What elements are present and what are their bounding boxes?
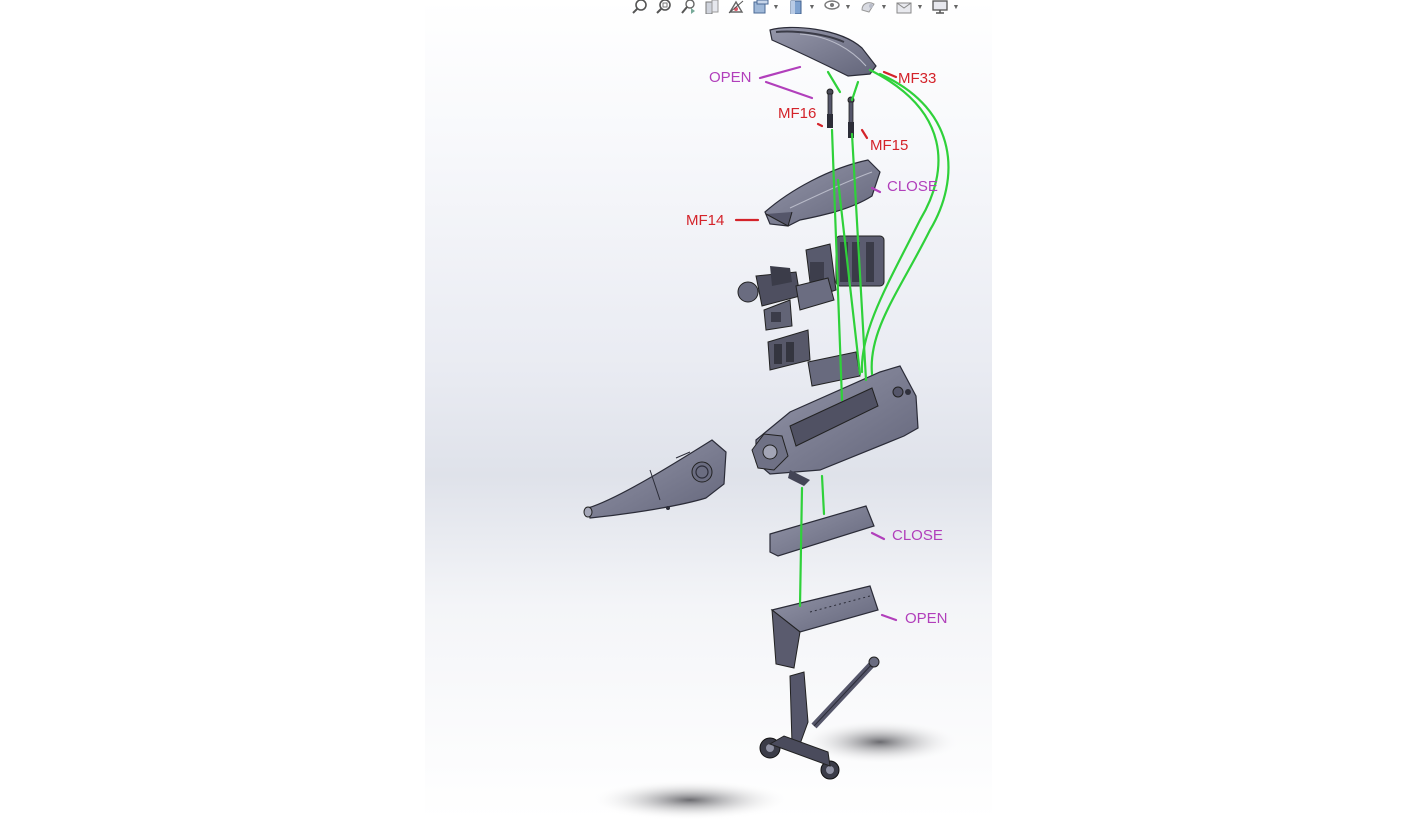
view-settings-icon[interactable] xyxy=(928,0,952,14)
landing-gear-shadow xyxy=(800,720,960,764)
display-style-icon[interactable] xyxy=(784,0,808,14)
canopy-closed-part[interactable] xyxy=(764,159,881,227)
hide-show-items-icon[interactable] xyxy=(820,0,844,14)
close-label-top: CLOSE xyxy=(887,178,938,195)
canopy-part[interactable] xyxy=(769,26,877,77)
open-label-bottom: OPEN xyxy=(905,610,948,627)
heads-up-view-toolbar: ▼ ▼ ▼ ▼ ▼ ▼ xyxy=(628,0,980,14)
mf33-label: MF33 xyxy=(898,70,937,87)
zoom-to-area-icon[interactable] xyxy=(652,0,676,14)
bay-door-closed-part[interactable] xyxy=(769,505,875,557)
nose-cone-part[interactable] xyxy=(583,439,727,519)
view-orientation-menu-icon[interactable]: ▼ xyxy=(772,3,780,11)
apply-scene-menu-icon[interactable]: ▼ xyxy=(916,3,924,11)
apply-scene-icon[interactable] xyxy=(892,0,916,14)
mf14-label: MF14 xyxy=(686,212,725,229)
display-style-menu-icon[interactable]: ▼ xyxy=(808,3,816,11)
nose-landing-gear-part[interactable] xyxy=(759,656,880,780)
bay-door-open-part[interactable] xyxy=(770,585,879,669)
close-label-bottom: CLOSE xyxy=(892,527,943,544)
section-view-icon[interactable] xyxy=(700,0,724,14)
edit-appearance-icon[interactable] xyxy=(856,0,880,14)
edit-appearance-menu-icon[interactable]: ▼ xyxy=(880,3,888,11)
fuselage-part[interactable] xyxy=(751,365,919,486)
view-orientation-icon[interactable] xyxy=(748,0,772,14)
open-label-top: OPEN xyxy=(709,69,752,86)
ground-shadow xyxy=(590,780,790,820)
mate-connector-lines xyxy=(798,68,950,608)
zoom-to-fit-icon[interactable] xyxy=(628,0,652,14)
strut-mf15[interactable] xyxy=(847,96,855,138)
strut-mf16[interactable] xyxy=(826,88,834,128)
annotation-leaders xyxy=(734,65,898,622)
dynamic-annotation-icon[interactable] xyxy=(724,0,748,14)
mf16-label: MF16 xyxy=(778,105,817,122)
hide-show-items-menu-icon[interactable]: ▼ xyxy=(844,3,852,11)
view-settings-menu-icon[interactable]: ▼ xyxy=(952,3,960,11)
mf15-label: MF15 xyxy=(870,137,909,154)
previous-view-icon[interactable] xyxy=(676,0,700,14)
